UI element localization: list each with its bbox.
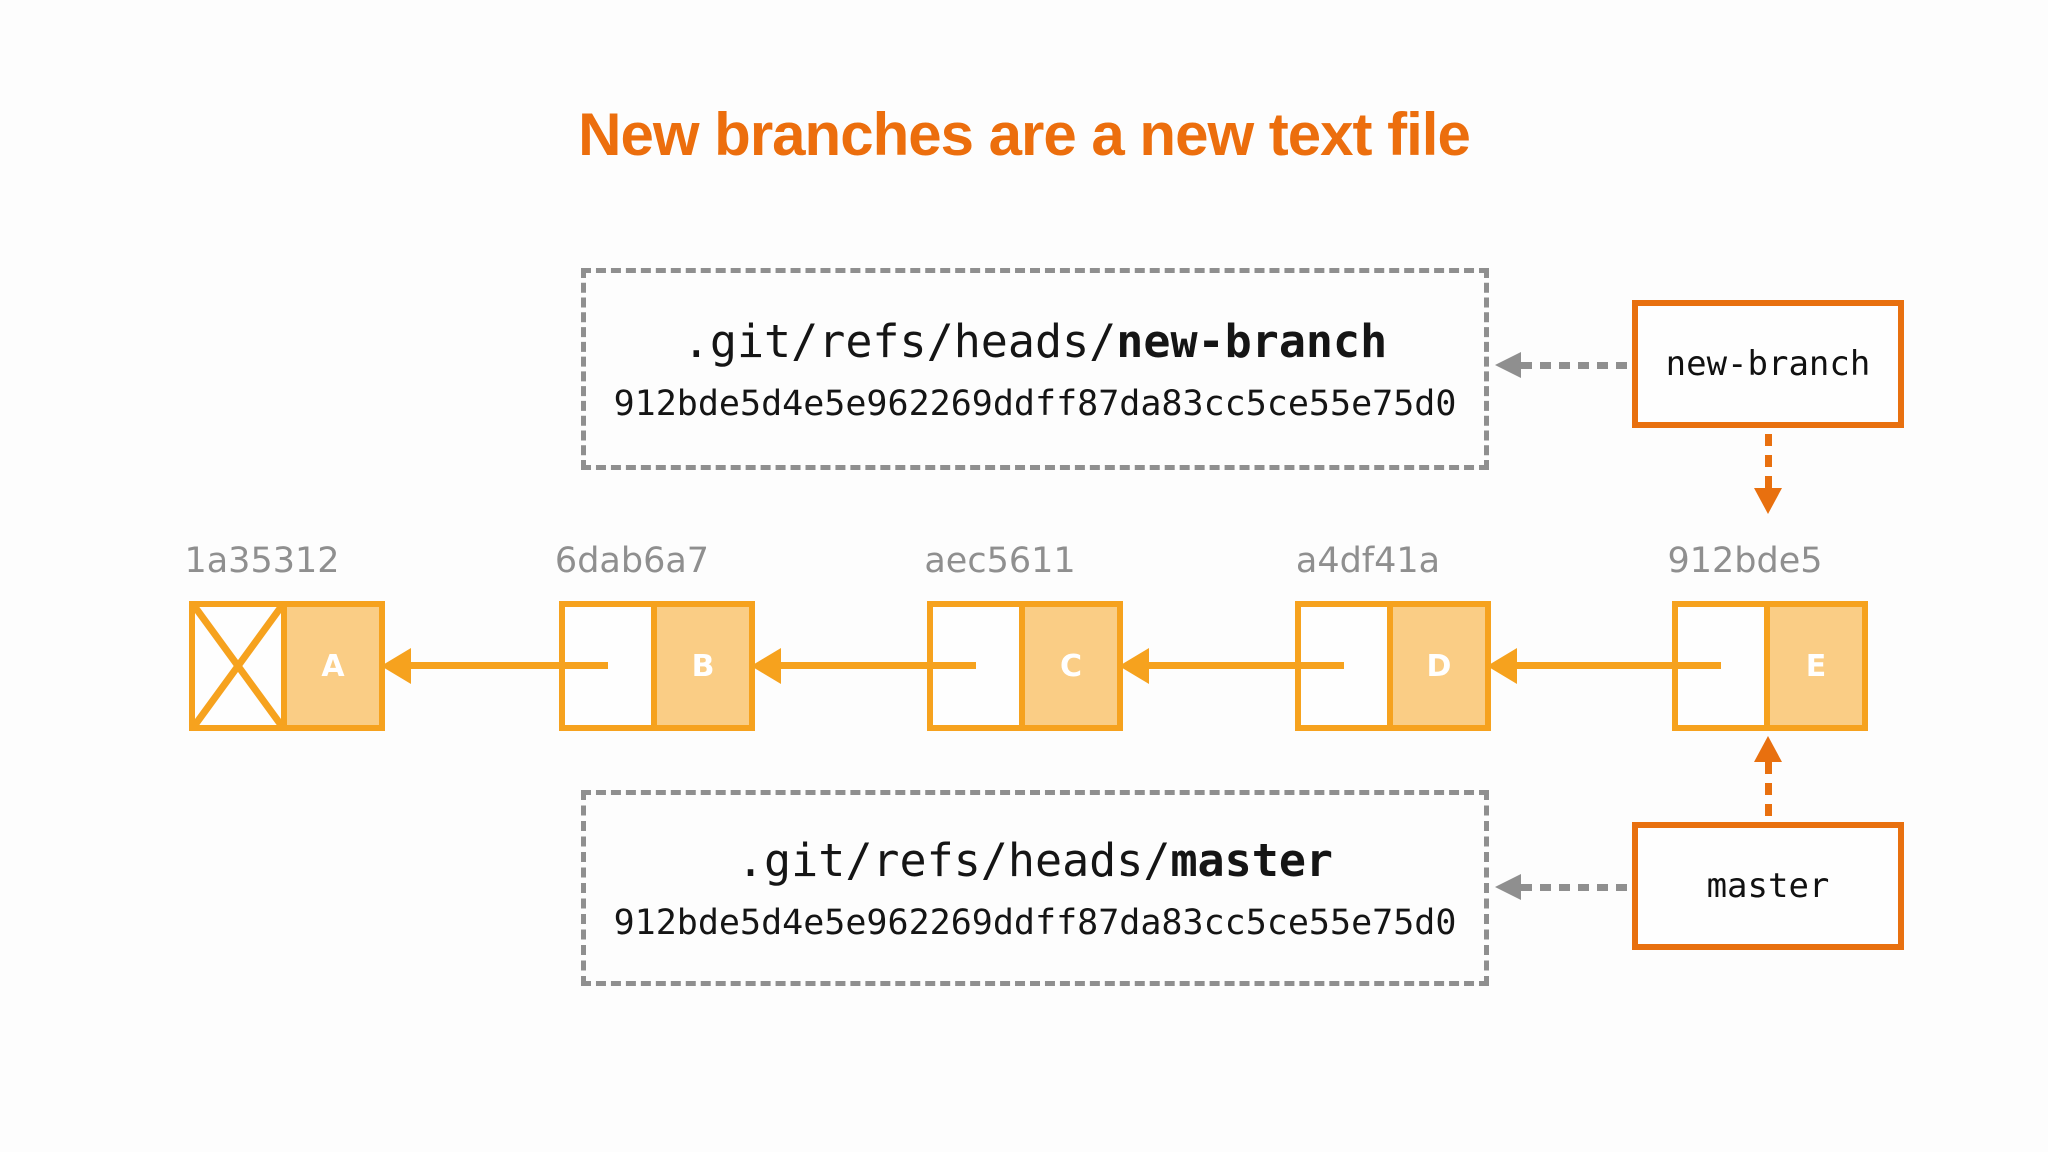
arrow-commit-b-to-a	[381, 648, 608, 684]
commit-hash-label: 6dab6a7	[554, 541, 710, 581]
ref-path-prefix: .git/refs/heads/	[682, 314, 1117, 368]
ref-file-path-new-branch: .git/refs/heads/new-branch	[683, 315, 1387, 368]
ref-path-prefix: .git/refs/heads/	[736, 833, 1171, 887]
commit-payload-cell: E	[1764, 607, 1862, 725]
commit-payload-cell: C	[1019, 607, 1117, 725]
commit-hash-label: aec5611	[924, 541, 1076, 581]
arrowhead-left-icon	[751, 648, 781, 684]
dashed-line	[1521, 884, 1632, 891]
arrow-commit-d-to-c	[1119, 648, 1344, 684]
branch-label-master: master	[1706, 866, 1830, 906]
ref-file-path-master: .git/refs/heads/master	[737, 834, 1333, 887]
commit-payload-cell: A	[281, 607, 379, 725]
arrow-new-branch-to-ref-file	[1495, 352, 1632, 378]
ref-file-box-new-branch: .git/refs/heads/new-branch 912bde5d4e5e9…	[581, 268, 1489, 470]
arrowhead-left-icon	[381, 648, 411, 684]
commit-hash-label: 912bde5	[1667, 541, 1823, 581]
branch-box-new-branch: new-branch	[1632, 300, 1904, 428]
commit-payload-cell: D	[1387, 607, 1485, 725]
ref-file-box-master: .git/refs/heads/master 912bde5d4e5e96226…	[581, 790, 1489, 986]
solid-line	[1517, 662, 1721, 669]
arrow-commit-c-to-b	[751, 648, 976, 684]
arrow-master-to-ref-file	[1495, 874, 1632, 900]
page-title: New branches are a new text file	[578, 101, 1471, 168]
dashed-line	[1765, 762, 1772, 822]
arrow-master-to-commit-e	[1754, 736, 1782, 822]
ref-path-branch-name: master	[1170, 833, 1334, 887]
solid-line	[1149, 662, 1344, 669]
ref-file-hash-new-branch: 912bde5d4e5e962269ddff87da83cc5ce55e75d0	[613, 383, 1457, 424]
arrowhead-left-icon	[1495, 874, 1521, 900]
branch-label-new-branch: new-branch	[1665, 344, 1871, 384]
arrowhead-left-icon	[1487, 648, 1517, 684]
arrowhead-left-icon	[1495, 352, 1521, 378]
arrowhead-up-icon	[1754, 736, 1782, 762]
arrow-new-branch-to-commit-e	[1754, 434, 1782, 516]
dashed-line	[1765, 434, 1772, 488]
branch-box-master: master	[1632, 822, 1904, 950]
commit-hash-label: a4df41a	[1295, 541, 1441, 581]
dashed-line	[1521, 362, 1632, 369]
commit-pointer-cell	[195, 607, 281, 725]
crossed-out-x-icon	[195, 607, 281, 725]
commit-node-e: E	[1672, 601, 1868, 731]
solid-line	[781, 662, 976, 669]
arrowhead-down-icon	[1754, 488, 1782, 514]
arrowhead-left-icon	[1119, 648, 1149, 684]
commit-hash-label: 1a35312	[184, 541, 340, 581]
solid-line	[411, 662, 608, 669]
arrow-commit-e-to-d	[1487, 648, 1721, 684]
ref-path-branch-name: new-branch	[1116, 314, 1388, 368]
commit-payload-cell: B	[651, 607, 749, 725]
ref-file-hash-master: 912bde5d4e5e962269ddff87da83cc5ce55e75d0	[613, 902, 1457, 943]
commit-node-a: A	[189, 601, 385, 731]
